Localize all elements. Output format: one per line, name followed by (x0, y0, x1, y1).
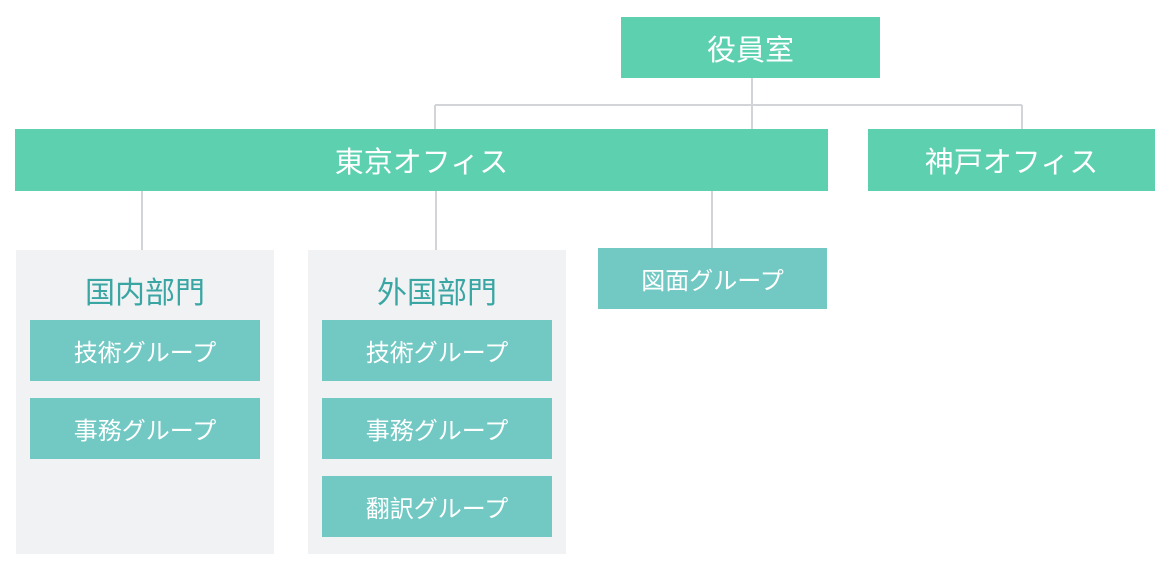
kobe-office-label: 神戸オフィス (924, 145, 1099, 179)
foreign-translation-group-box: 翻訳グループ (322, 476, 552, 537)
drawing-group-box: 図面グループ (598, 248, 827, 309)
drawing-group-label: 図面グループ (641, 267, 784, 295)
domestic-tech-group-box: 技術グループ (30, 320, 260, 381)
kobe-office-box: 神戸オフィス (868, 129, 1155, 191)
tokyo-office-box: 東京オフィス (15, 129, 828, 191)
domestic-division-title: 国内部門 (85, 276, 205, 311)
foreign-admin-group-box: 事務グループ (322, 398, 552, 459)
domestic-admin-group-label: 事務グループ (73, 417, 217, 445)
domestic-division-panel: 国内部門 技術グループ 事務グループ (16, 250, 274, 554)
domestic-admin-group-box: 事務グループ (30, 398, 260, 459)
executive-office-label: 役員室 (706, 32, 794, 67)
domestic-tech-group-label: 技術グループ (73, 339, 217, 367)
tokyo-office-label: 東京オフィス (334, 145, 509, 179)
foreign-division-panel: 外国部門 技術グループ 事務グループ 翻訳グループ (308, 250, 566, 554)
foreign-translation-group-label: 翻訳グループ (365, 495, 509, 523)
foreign-tech-group-label: 技術グループ (365, 339, 509, 367)
executive-office-box: 役員室 (621, 17, 880, 78)
foreign-tech-group-box: 技術グループ (322, 320, 552, 381)
foreign-admin-group-label: 事務グループ (365, 417, 509, 445)
foreign-division-title: 外国部門 (377, 276, 497, 311)
